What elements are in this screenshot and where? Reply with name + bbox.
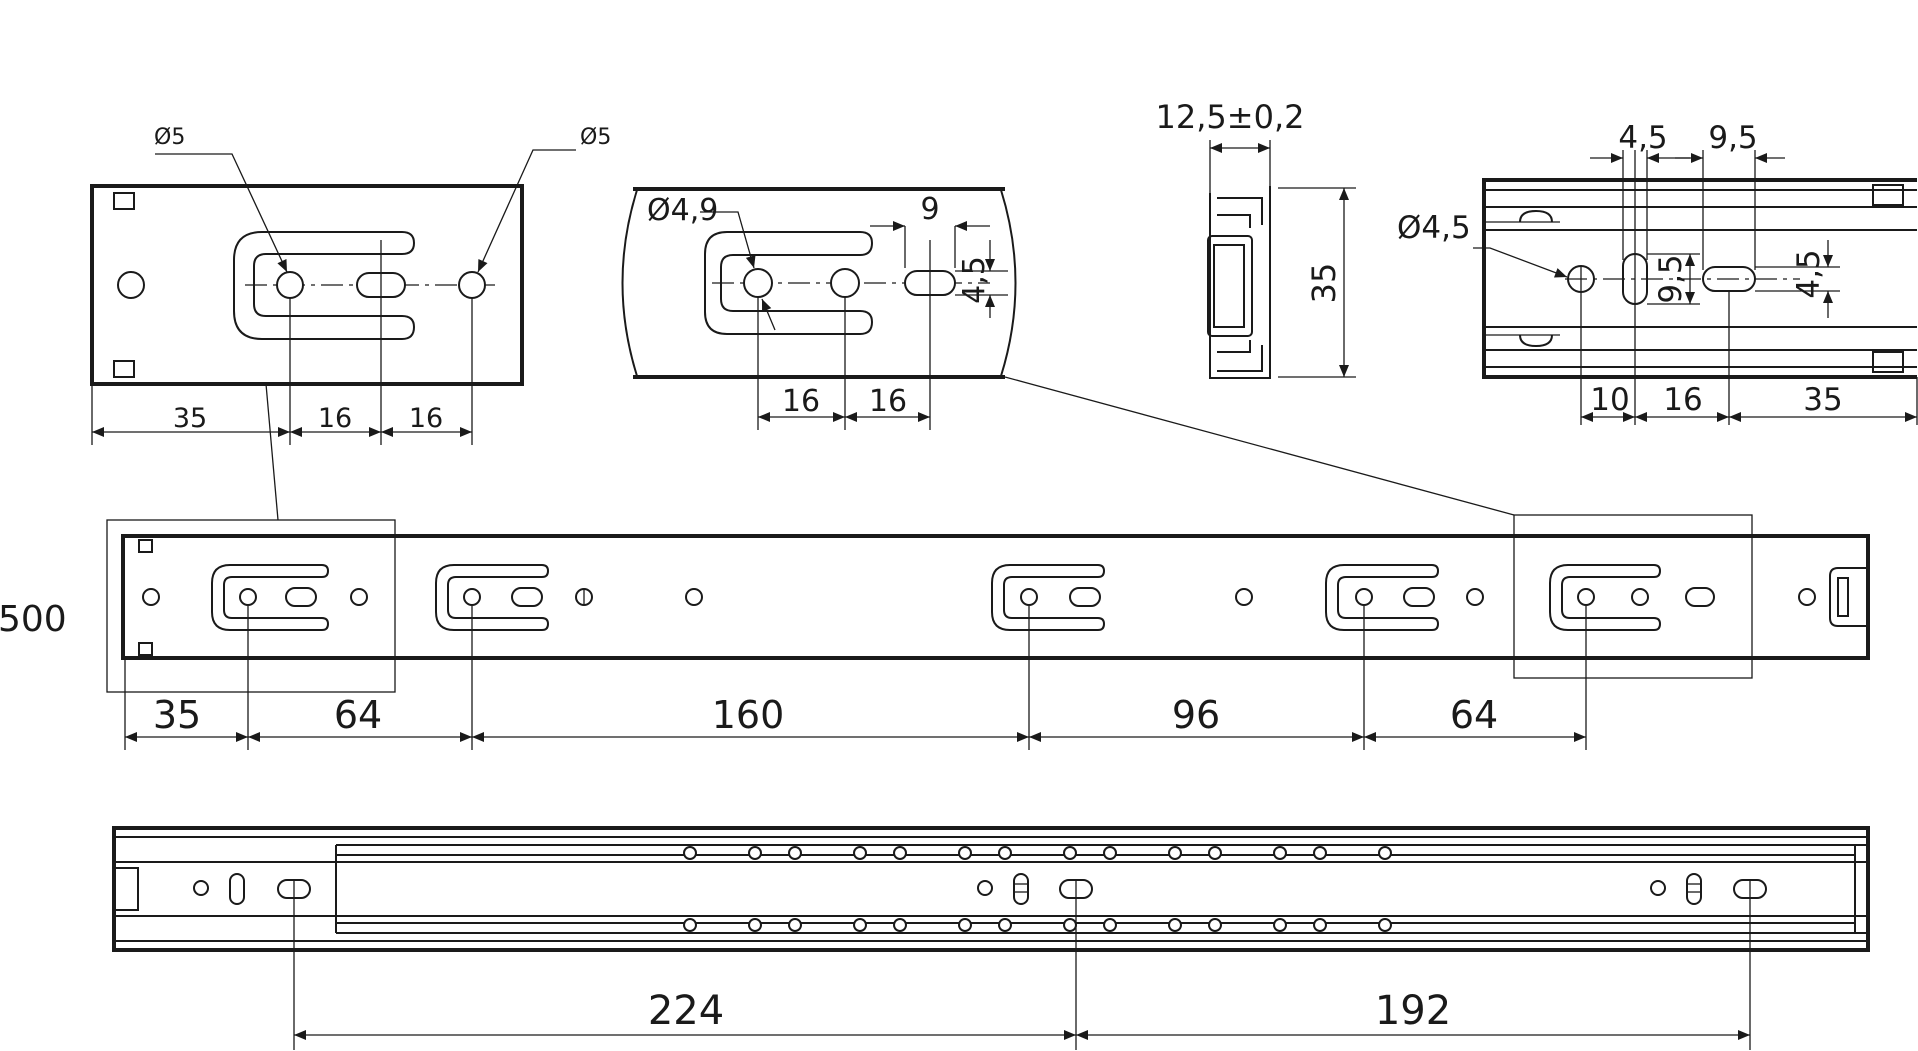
dim-left-16a: 16 [318,403,352,434]
detail-right: Ø4,5 4,5 9,5 9,5 4,5 10 16 35 [1397,120,1918,425]
dim-left-35: 35 [173,403,207,434]
dim-profile-height: 35 [1305,263,1343,304]
rail-bracket-2 [435,564,593,631]
dim-profile-width: 12,5±0,2 [1156,98,1305,136]
callout-hole-left: Ø5 [154,125,185,150]
dim-rail-4: 96 [1172,693,1220,737]
rail-bracket-1 [211,564,330,631]
rail-bracket-5 [1549,564,1715,631]
main-rail: 500 35 64 160 96 64 [0,376,1870,750]
callout-hole-right-detail: Ø4,5 [1397,210,1471,246]
dim-left-16b: 16 [409,403,443,434]
detail-middle: Ø4,9 9 4,5 16 16 [621,187,1017,430]
dim-rail-5: 64 [1450,693,1498,737]
profile-section: 12,5±0,2 35 [1156,98,1356,379]
dim-rail-2: 64 [334,693,382,737]
dim-right-10: 10 [1590,382,1629,418]
dim-middle-16b: 16 [869,384,907,419]
bottom-rail: 224 192 [112,826,1870,1050]
dim-bottom-224: 224 [648,988,724,1034]
dim-right-16: 16 [1663,382,1702,418]
dim-right-slot-9-5: 9,5 [1653,254,1689,303]
dim-bottom-192: 192 [1375,988,1451,1034]
callout-hole-right: Ø5 [580,125,611,150]
dim-right-slot-4-5: 4,5 [1791,249,1827,298]
dim-right-top-9-5: 9,5 [1708,120,1757,156]
dim-right-top-4-5: 4,5 [1618,120,1667,156]
dim-rail-1: 35 [153,693,201,737]
dim-middle-9: 9 [920,192,939,227]
dim-middle-16a: 16 [782,384,820,419]
detail-left: Ø5 Ø5 35 16 16 [90,125,611,445]
dim-right-35: 35 [1803,382,1842,418]
ball-cage-top [683,846,1392,860]
dim-middle-4-5: 4,5 [957,256,992,304]
rail-bracket-3 [991,564,1106,631]
rail-bracket-4 [1325,564,1440,631]
dim-rail-3: 160 [712,693,785,737]
rail-length-label: 500 [0,599,67,640]
ball-cage-bottom [683,918,1392,932]
callout-hole-middle: Ø4,9 [647,193,718,228]
